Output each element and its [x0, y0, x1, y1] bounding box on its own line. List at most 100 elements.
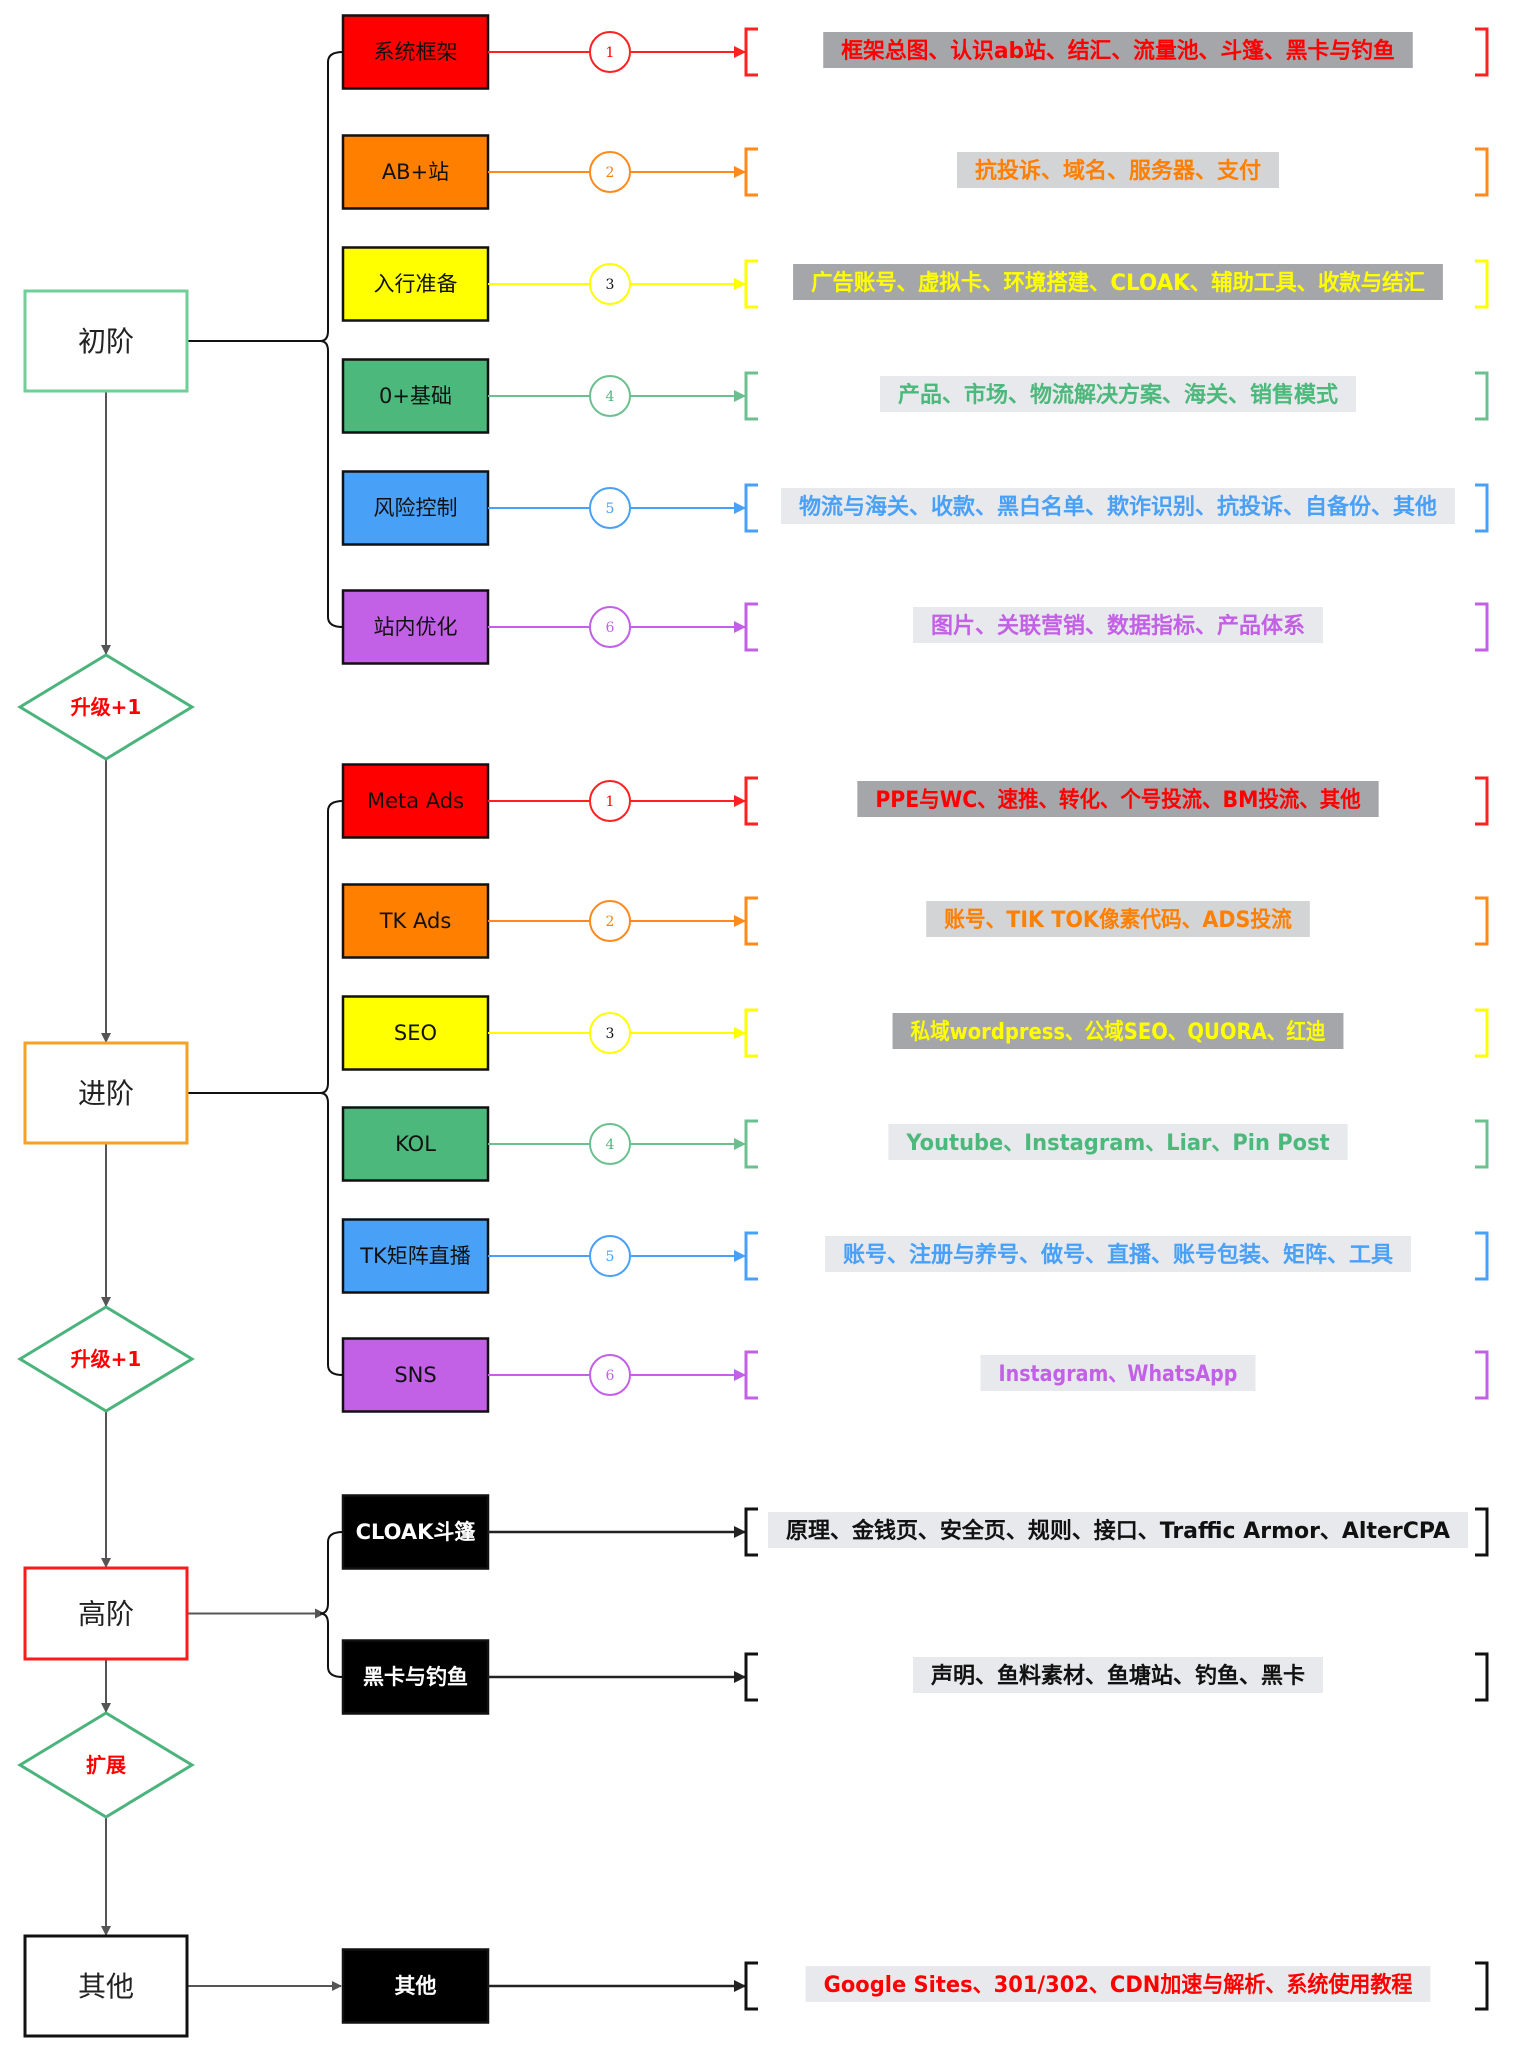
detail-text: 广告账号、虚拟卡、环境搭建、CLOAK、辅助工具、收款与结汇 — [811, 270, 1425, 296]
step-number: 6 — [606, 1368, 615, 1384]
detail-background — [892, 1013, 1344, 1049]
left-bracket — [744, 896, 758, 946]
detail-text: 声明、鱼料素材、鱼塘站、钓鱼、黑卡 — [930, 1663, 1305, 1689]
topic-node — [341, 246, 490, 322]
detail-background — [957, 152, 1279, 188]
detail-text: Youtube、Instagram、Liar、Pin Post — [905, 1131, 1330, 1156]
right-bracket — [1475, 371, 1489, 421]
right-bracket — [1475, 1507, 1489, 1557]
right-bracket — [1475, 1350, 1489, 1400]
right-bracket — [1475, 483, 1489, 533]
decision-diamond — [17, 1305, 195, 1413]
step-number-badge — [589, 1235, 631, 1277]
topic-row: 黑卡与钓鱼 声明、鱼料素材、鱼塘站、钓鱼、黑卡 — [341, 1639, 1489, 1715]
topic-row: SNS 6 Instagram、WhatsApp — [341, 1337, 1489, 1413]
right-bracket — [1475, 896, 1489, 946]
detail-background — [768, 1512, 1468, 1548]
decision-node: 升级+1 — [17, 1305, 195, 1413]
detail-text: Instagram、WhatsApp — [999, 1362, 1238, 1387]
stage-box — [23, 1566, 189, 1661]
topic-row: 其他 Google Sites、301/302、CDN加速与解析、系统使用教程 — [341, 1948, 1489, 2024]
topic-label: TK矩阵直播 — [359, 1244, 471, 1268]
topic-node — [341, 995, 490, 1071]
right-bracket — [1475, 259, 1489, 309]
right-bracket — [1475, 1231, 1489, 1281]
topic-node — [341, 1494, 490, 1570]
topic-node — [341, 589, 490, 665]
detail-text: 私域wordpress、公域SEO、QUORA、红迪 — [911, 1019, 1326, 1045]
topic-node — [341, 14, 490, 90]
topic-label: KOL — [395, 1132, 436, 1156]
step-number-badge — [589, 780, 631, 822]
topic-node — [341, 1337, 490, 1413]
detail-text: Google Sites、301/302、CDN加速与解析、系统使用教程 — [824, 1972, 1413, 1998]
step-number-badge — [589, 1354, 631, 1396]
left-bracket — [744, 27, 758, 77]
topic-label: 其他 — [395, 1974, 437, 1998]
stage-4: 其他 — [23, 1934, 189, 2038]
topic-label: SEO — [394, 1021, 437, 1045]
topic-node — [341, 358, 490, 434]
detail-background — [913, 1657, 1323, 1693]
topic-label: 风险控制 — [374, 496, 458, 520]
right-bracket — [1475, 1119, 1489, 1169]
step-number: 1 — [606, 794, 615, 810]
step-number-badge — [589, 900, 631, 942]
detail-text: 产品、市场、物流解决方案、海关、销售模式 — [898, 382, 1338, 408]
decision-node: 升级+1 — [17, 653, 195, 761]
step-number: 2 — [606, 165, 615, 181]
stage-box — [23, 289, 189, 393]
step-number: 6 — [606, 620, 615, 636]
left-bracket — [744, 1350, 758, 1400]
topic-label: SNS — [394, 1363, 436, 1387]
detail-background — [913, 607, 1323, 643]
right-bracket — [1475, 1008, 1489, 1058]
brace-connector — [319, 1531, 344, 1678]
topic-row: 入行准备 3 广告账号、虚拟卡、环境搭建、CLOAK、辅助工具、收款与结汇 — [341, 246, 1489, 322]
topic-node — [341, 1218, 490, 1294]
decision-diamond — [17, 653, 195, 761]
left-bracket — [744, 602, 758, 652]
stage-box — [23, 1041, 189, 1145]
topic-node — [341, 1106, 490, 1182]
left-bracket — [744, 1231, 758, 1281]
stage-3: 高阶 — [23, 1566, 189, 1661]
step-number-badge — [589, 375, 631, 417]
step-number-badge — [589, 487, 631, 529]
topic-label: CLOAK斗篷 — [356, 1520, 477, 1544]
detail-background — [857, 781, 1379, 817]
detail-text: 图片、关联营销、数据指标、产品体系 — [931, 613, 1305, 639]
topic-label: 入行准备 — [374, 272, 458, 296]
step-number: 3 — [606, 277, 615, 293]
left-bracket — [744, 1507, 758, 1557]
topic-label: AB+站 — [382, 160, 449, 184]
topic-label: 黑卡与钓鱼 — [363, 1665, 468, 1689]
topic-label: 系统框架 — [374, 40, 458, 64]
topic-node — [341, 1639, 490, 1715]
detail-background — [823, 32, 1413, 68]
stage-box — [23, 1934, 189, 2038]
topic-node — [341, 470, 490, 546]
left-bracket — [744, 259, 758, 309]
left-bracket — [744, 371, 758, 421]
stage-label: 进阶 — [78, 1077, 134, 1110]
left-bracket — [744, 776, 758, 826]
right-bracket — [1475, 1961, 1489, 2011]
decision-node: 扩展 — [17, 1711, 195, 1819]
stage-label: 其他 — [78, 1970, 134, 2003]
detail-background — [793, 264, 1443, 300]
detail-text: PPE与WC、速推、转化、个号投流、BM投流、其他 — [875, 787, 1360, 813]
decision-diamond — [17, 1711, 195, 1819]
topic-row: CLOAK斗篷原理、金钱页、安全页、规则、接口、Traffic Armor、Al… — [341, 1494, 1489, 1570]
detail-text: 账号、注册与养号、做号、直播、账号包装、矩阵、工具 — [843, 1242, 1393, 1268]
right-bracket — [1475, 1652, 1489, 1702]
detail-background — [926, 901, 1310, 937]
topic-label: Meta Ads — [367, 789, 464, 813]
